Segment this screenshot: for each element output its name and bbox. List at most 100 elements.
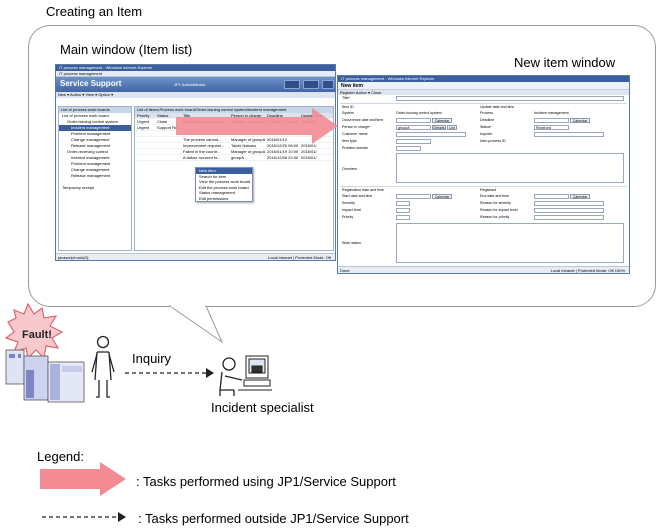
tree-item[interactable]: Release management: [71, 173, 111, 178]
start-calendar-button[interactable]: Calendar: [432, 194, 452, 199]
item-type-label: Item type: [342, 139, 357, 143]
end-calendar-button[interactable]: Calendar: [570, 194, 590, 199]
separator: [340, 103, 627, 104]
table-cell: Failed in the countr...: [183, 149, 221, 154]
work-board-tree: List of process work boards List of proc…: [58, 106, 132, 251]
start-dt-input[interactable]: [396, 194, 431, 199]
title-input[interactable]: [396, 96, 624, 101]
person-select[interactable]: groupA: [396, 125, 431, 130]
customer-input[interactable]: [396, 132, 466, 137]
registration-dt-label: Registration date and time: [342, 188, 384, 192]
list-button[interactable]: List: [447, 125, 457, 130]
legend-dashed-arrowhead: [118, 512, 126, 522]
table-cell: Improvement request...: [183, 143, 225, 148]
status-select[interactable]: Received: [534, 125, 569, 130]
main-status-bar: javascript:void(0); Local intranet | Pro…: [56, 253, 335, 260]
tree-item[interactable]: List of process work board: [62, 113, 109, 118]
overview-textarea[interactable]: [396, 153, 624, 183]
occurrence-input[interactable]: [396, 118, 431, 123]
work-status-textarea[interactable]: [396, 223, 624, 263]
table-cell: Manager of groupA: [231, 137, 266, 142]
reason-impact-label: Reason for impact level: [480, 208, 518, 212]
overview-label: Overview: [342, 167, 357, 171]
table-cell: A failure occured to...: [183, 155, 221, 160]
app-name: Service Support: [60, 79, 122, 88]
deadline-input[interactable]: [534, 118, 569, 123]
person-label: Person in charge*: [342, 125, 371, 129]
reason-impact-input[interactable]: [534, 208, 604, 213]
context-menu-item[interactable]: Search for item: [199, 173, 227, 179]
tree-item[interactable]: Problem management: [71, 131, 111, 136]
new-status-zone: Local intranet | Protected Mode: Off 100…: [550, 268, 625, 273]
tree-item[interactable]: Order-issuing control system: [67, 119, 118, 124]
new-status-left: Done: [340, 268, 350, 273]
occurrence-calendar-button[interactable]: Calendar: [432, 118, 452, 123]
tree-item[interactable]: Release management: [71, 143, 111, 148]
item-id-label: Item ID: [342, 105, 354, 109]
new-item-menu[interactable]: Register Action ▾ Close: [338, 90, 629, 95]
process-value: Incident management: [534, 111, 569, 115]
inquiry-label: Inquiry: [132, 351, 172, 366]
new-status-bar: Done Local intranet | Protected Mode: Of…: [338, 266, 629, 273]
tree-item[interactable]: Change management: [71, 167, 110, 172]
table-row[interactable]: [135, 131, 333, 137]
title-label: Title*: [342, 96, 351, 100]
tree-item[interactable]: Incident management: [71, 155, 110, 160]
inquirer-input[interactable]: [534, 132, 604, 137]
severity-select[interactable]: [396, 201, 410, 206]
end-dt-input[interactable]: [534, 194, 569, 199]
severity-label: Severity: [342, 201, 355, 205]
inquirer-label: Inquirer: [480, 132, 493, 136]
new-item-heading: New item: [338, 82, 629, 90]
new-window-label: New item window: [514, 55, 616, 70]
tree-item[interactable]: Problem management: [71, 161, 111, 166]
start-dt-label: Start date and time: [342, 194, 373, 198]
menu-button[interactable]: [322, 80, 334, 89]
table-cell: Manager of groupA: [231, 149, 266, 154]
table-row[interactable]: Failed in the countr... Manager of groupA…: [135, 149, 333, 155]
process-label: Process: [480, 111, 493, 115]
home-button[interactable]: [284, 80, 300, 89]
context-menu-item[interactable]: Edit the process work board: [199, 184, 249, 190]
main-window-tab[interactable]: IT process management: [56, 71, 335, 77]
tree-item[interactable]: Temporary receipt: [62, 185, 95, 190]
context-menu-item[interactable]: View the process work board: [199, 179, 251, 184]
tree-header: List of process work boards: [59, 107, 131, 113]
update-dt-label: Update date and time: [480, 105, 515, 109]
table-cell: Taichi Nakano: [231, 143, 257, 148]
settings-button[interactable]: [303, 80, 319, 89]
main-window-label: Main window (Item list): [60, 42, 193, 57]
priority-select[interactable]: [396, 215, 410, 220]
tree-item[interactable]: Order-receiving control: [67, 149, 108, 154]
user-person-icon: [91, 335, 115, 398]
table-cell: 2016/01/19 10:00: [267, 149, 299, 154]
tree-item[interactable]: Incident management: [59, 125, 131, 131]
registrant-label: Registrant: [480, 188, 497, 192]
main-menu-bar[interactable]: New ▾ Action ▾ View ▾ Option ▾: [56, 92, 335, 98]
legend-title: Legend:: [37, 449, 84, 464]
occurrence-label: Occurrence date and time: [342, 118, 384, 122]
item-type-select[interactable]: [396, 139, 431, 144]
problem-domain-select[interactable]: [396, 146, 421, 151]
table-cell: groupA: [231, 155, 244, 160]
main-window: IT process management - Windows Internet…: [55, 64, 336, 261]
context-menu-new-item[interactable]: New item: [196, 168, 252, 174]
system-label: System: [342, 111, 354, 115]
end-dt-label: End date and time: [480, 194, 510, 198]
inquiry-dashed-arrow: [125, 368, 214, 378]
reason-priority-input[interactable]: [534, 215, 604, 220]
reason-severity-label: Reason for severity: [480, 201, 511, 205]
context-menu-item[interactable]: Edit permissions: [199, 195, 229, 201]
details-button[interactable]: Details: [432, 125, 446, 130]
reason-severity-input[interactable]: [534, 201, 604, 206]
impact-select[interactable]: [396, 208, 410, 213]
tree-item[interactable]: Change management: [71, 137, 110, 142]
context-menu-item[interactable]: Status management: [199, 190, 235, 195]
deadline-calendar-button[interactable]: Calendar: [570, 118, 590, 123]
new-item-form: Title* Item ID Update date and time Syst…: [340, 95, 627, 265]
customer-label: Customer name: [342, 132, 368, 136]
user-name: JP1 Administrator: [174, 82, 206, 87]
